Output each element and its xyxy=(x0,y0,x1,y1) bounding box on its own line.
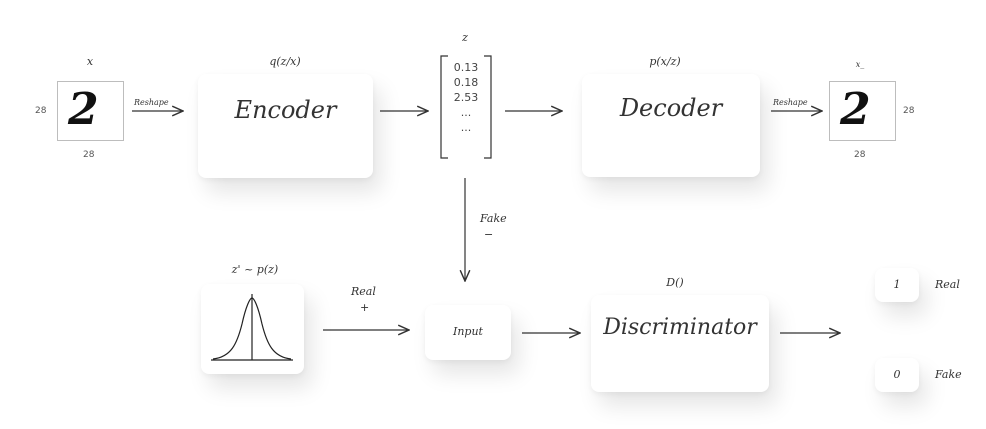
output-fake-value: 0 xyxy=(893,368,901,381)
prior-title: z' ~ p(z) xyxy=(231,263,279,276)
latent-value-1: 0.13 xyxy=(453,61,479,74)
latent-value-4: ... xyxy=(460,106,472,119)
discriminator-box: Discriminator xyxy=(591,295,769,392)
input-node-label: Input xyxy=(453,325,483,338)
output-real-node: 1 xyxy=(875,268,919,302)
output-real-value: 1 xyxy=(893,278,901,291)
fake-edge-label: Fake xyxy=(480,212,507,225)
input-node: Input xyxy=(425,305,511,360)
discriminator-title: D() xyxy=(666,276,684,289)
input-image-height: 28 xyxy=(35,106,47,116)
gaussian-curve-icon xyxy=(211,294,293,361)
latent-value-3: 2.53 xyxy=(453,91,479,104)
vector-brackets xyxy=(440,55,492,159)
input-image: 2 xyxy=(57,81,124,141)
output-image-width: 28 xyxy=(854,150,866,160)
real-edge-label: Real xyxy=(351,285,376,298)
decoder-box: Decoder xyxy=(582,74,760,177)
output-image-height: 28 xyxy=(903,106,915,116)
prior-box xyxy=(201,284,304,374)
reshape-out-label: Reshape xyxy=(773,98,808,107)
real-edge-sign: + xyxy=(360,301,370,314)
input-image-width: 28 xyxy=(83,150,95,160)
decoder-title: p(x/z) xyxy=(649,55,681,68)
discriminator-label: Discriminator xyxy=(603,315,757,340)
output-image: 2 xyxy=(829,81,896,141)
input-digit: 2 xyxy=(68,84,99,135)
output-fake-node: 0 xyxy=(875,358,919,392)
output-image-label: x_ xyxy=(855,60,865,69)
output-real-label: Real xyxy=(935,278,960,291)
latent-vector: 0.13 0.18 2.53 ... ... xyxy=(440,55,492,159)
encoder-box: Encoder xyxy=(198,74,373,178)
latent-label: z xyxy=(462,31,468,44)
encoder-title: q(z/x) xyxy=(269,55,301,68)
output-fake-label: Fake xyxy=(935,368,962,381)
latent-value-2: 0.18 xyxy=(453,76,479,89)
fake-edge-sign: − xyxy=(484,228,494,241)
latent-value-5: ... xyxy=(460,121,472,134)
encoder-label: Encoder xyxy=(234,96,337,124)
reshape-in-label: Reshape xyxy=(134,98,169,107)
input-image-label: x xyxy=(86,55,94,68)
decoder-label: Decoder xyxy=(619,94,723,122)
output-digit: 2 xyxy=(840,84,871,135)
